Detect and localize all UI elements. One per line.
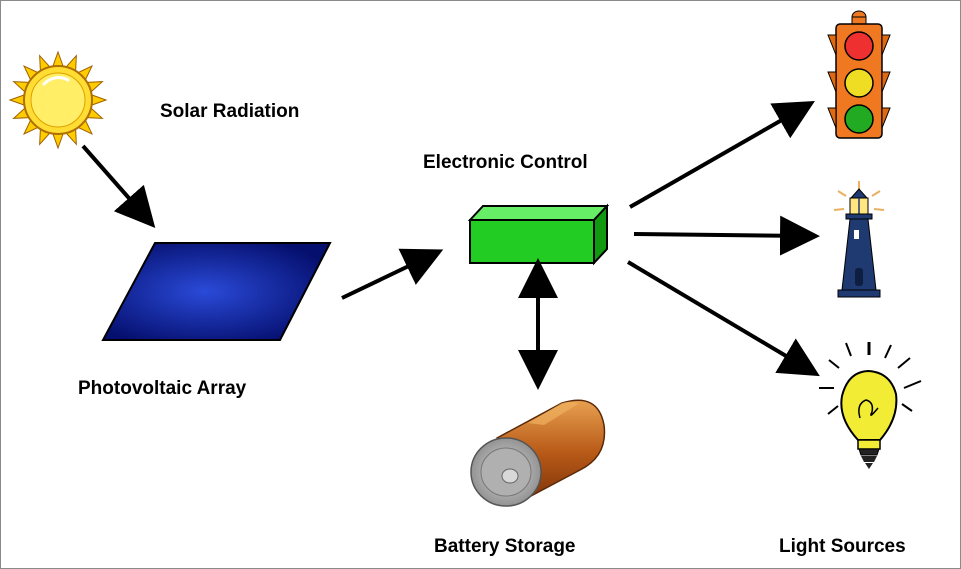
photovoltaic-array-label: Photovoltaic Array xyxy=(78,378,247,399)
arrow-panel-to-controller xyxy=(341,248,444,300)
battery-storage-label: Battery Storage xyxy=(434,536,576,557)
arrow-to-light-bulb xyxy=(626,260,820,377)
light-sources-label: Light Sources xyxy=(779,536,906,557)
arrow-to-traffic-light xyxy=(629,101,815,209)
arrow-sun-to-panel xyxy=(81,144,156,229)
solar-panel-icon xyxy=(101,242,332,341)
battery-icon xyxy=(470,399,606,507)
arrow-to-lighthouse xyxy=(633,215,820,256)
light-bulb-icon xyxy=(819,342,922,469)
controller-box-icon xyxy=(467,203,610,266)
lighthouse-icon xyxy=(833,181,885,298)
traffic-light-icon xyxy=(827,10,891,139)
sun-icon xyxy=(8,50,108,150)
electronic-control-label: Electronic Control xyxy=(423,152,588,173)
solar-radiation-label: Solar Radiation xyxy=(160,101,300,122)
